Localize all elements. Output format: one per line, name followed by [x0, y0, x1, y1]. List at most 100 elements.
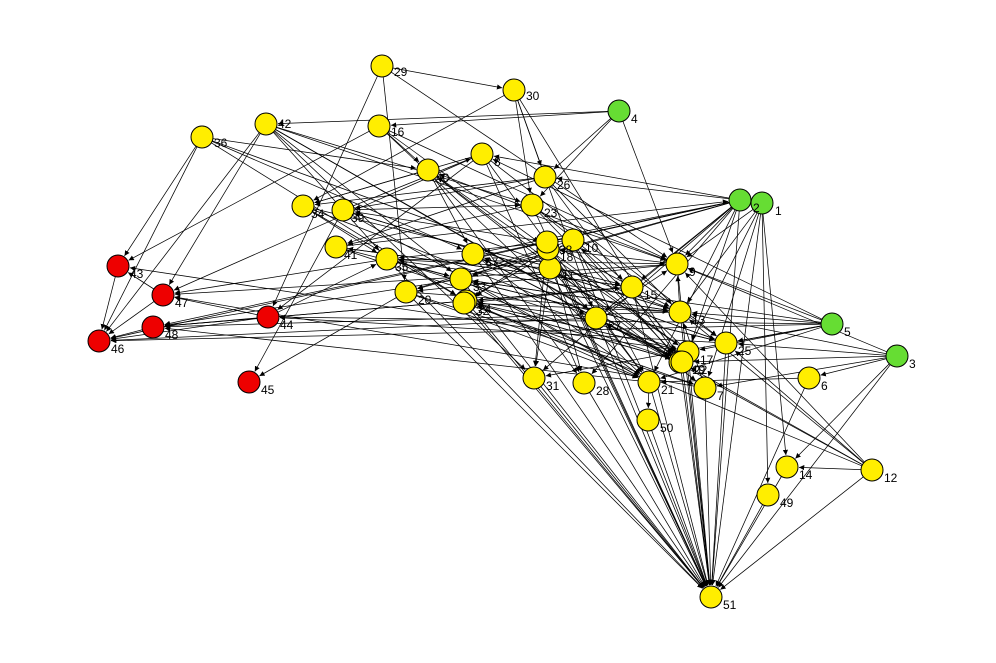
node-34[interactable]: 34 [291, 194, 325, 221]
node-circle-5[interactable] [820, 312, 844, 336]
node-circle-48[interactable] [141, 315, 165, 339]
node-circle-35[interactable] [375, 247, 399, 271]
edge-42-31 [273, 131, 526, 370]
node-circle-33[interactable] [449, 267, 473, 291]
node-20[interactable]: 20 [394, 280, 432, 307]
node-44[interactable]: 44 [256, 305, 294, 332]
node-42[interactable]: 42 [254, 112, 292, 136]
edge-22-37 [483, 259, 673, 358]
node-circle-30[interactable] [502, 78, 526, 102]
node-26[interactable]: 26 [533, 165, 571, 192]
node-43[interactable]: 43 [106, 254, 144, 281]
node-circle-46[interactable] [87, 329, 111, 353]
node-circle-6[interactable] [797, 366, 821, 390]
node-circle-47[interactable] [151, 283, 175, 307]
node-circle-49[interactable] [756, 483, 780, 507]
node-circle-44[interactable] [256, 305, 280, 329]
node-circle-36[interactable] [190, 125, 214, 149]
node-21[interactable]: 21 [637, 370, 675, 397]
node-27[interactable]: 27 [584, 306, 622, 333]
edge-44-48 [164, 317, 258, 329]
node-circle-10[interactable] [561, 228, 585, 252]
node-circle-7[interactable] [693, 376, 717, 400]
node-circle-15[interactable] [620, 275, 644, 299]
node-circle-3[interactable] [885, 344, 909, 368]
node-circle-14[interactable] [775, 455, 799, 479]
node-circle-9[interactable] [665, 252, 689, 276]
node-6[interactable]: 6 [797, 366, 828, 393]
node-circle-50[interactable] [636, 408, 660, 432]
node-circle-31[interactable] [522, 366, 546, 390]
node-25[interactable]: 25 [714, 331, 752, 358]
node-circle-28[interactable] [572, 371, 596, 395]
node-circle-23[interactable] [520, 193, 544, 217]
node-13[interactable]: 13 [668, 300, 706, 327]
node-circle-27[interactable] [584, 306, 608, 330]
node-circle-51[interactable] [699, 585, 723, 609]
edge-50-51 [651, 430, 708, 586]
node-circle-22[interactable] [670, 350, 694, 374]
node-9[interactable]: 9 [665, 252, 696, 279]
node-38[interactable]: 38 [535, 230, 573, 257]
node-circle-39[interactable] [331, 198, 355, 222]
node-circle-13[interactable] [668, 300, 692, 324]
node-circle-43[interactable] [106, 254, 130, 278]
node-29[interactable]: 29 [370, 54, 408, 79]
node-12[interactable]: 12 [860, 458, 898, 485]
node-37[interactable]: 37 [461, 242, 499, 269]
node-39[interactable]: 39 [331, 198, 365, 225]
node-30[interactable]: 30 [502, 78, 540, 103]
node-14[interactable]: 14 [775, 455, 813, 482]
node-label-23: 23 [544, 206, 558, 220]
node-15[interactable]: 15 [620, 275, 658, 302]
node-circle-4[interactable] [607, 99, 631, 123]
node-35[interactable]: 35 [375, 247, 409, 274]
node-4[interactable]: 4 [607, 99, 638, 126]
node-circle-41[interactable] [324, 235, 348, 259]
node-48[interactable]: 48 [141, 315, 179, 342]
node-8[interactable]: 8 [470, 142, 501, 169]
node-circle-42[interactable] [254, 112, 278, 136]
node-circle-8[interactable] [470, 142, 494, 166]
node-36[interactable]: 36 [190, 125, 228, 150]
node-label-5: 5 [844, 325, 851, 339]
edge-10-21 [577, 249, 644, 372]
node-5[interactable]: 5 [820, 312, 851, 339]
node-circle-40[interactable] [416, 158, 440, 182]
node-circle-45[interactable] [237, 370, 261, 394]
node-22[interactable]: 22 [670, 350, 708, 377]
node-33[interactable]: 33 [449, 267, 487, 294]
node-46[interactable]: 46 [87, 329, 125, 356]
node-49[interactable]: 49 [756, 483, 794, 510]
node-47[interactable]: 47 [151, 283, 189, 310]
node-41[interactable]: 41 [324, 235, 358, 262]
node-3[interactable]: 3 [885, 344, 916, 371]
node-7[interactable]: 7 [693, 376, 724, 403]
node-31[interactable]: 31 [522, 366, 560, 393]
node-45[interactable]: 45 [237, 370, 275, 397]
node-23[interactable]: 23 [520, 193, 558, 220]
node-circle-12[interactable] [860, 458, 884, 482]
node-10[interactable]: 10 [561, 228, 599, 255]
node-circle-34[interactable] [291, 194, 315, 218]
node-circle-20[interactable] [394, 280, 418, 304]
edge-34-27 [313, 209, 585, 315]
node-circle-21[interactable] [637, 370, 661, 394]
node-51[interactable]: 51 [699, 585, 737, 612]
node-2[interactable]: 2 [728, 188, 760, 215]
node-circle-38[interactable] [535, 230, 559, 254]
node-16[interactable]: 16 [367, 114, 405, 139]
node-circle-32[interactable] [452, 291, 476, 315]
node-circle-25[interactable] [714, 331, 738, 355]
node-circle-29[interactable] [370, 54, 394, 78]
node-label-40: 40 [436, 171, 450, 185]
node-50[interactable]: 50 [636, 408, 674, 435]
node-circle-16[interactable] [367, 114, 391, 138]
node-32[interactable]: 32 [452, 291, 490, 318]
node-40[interactable]: 40 [416, 158, 450, 185]
node-circle-2[interactable] [728, 188, 752, 212]
node-28[interactable]: 28 [572, 371, 610, 398]
node-circle-37[interactable] [461, 242, 485, 266]
node-circle-26[interactable] [533, 165, 557, 189]
edge-10-19 [580, 248, 673, 354]
